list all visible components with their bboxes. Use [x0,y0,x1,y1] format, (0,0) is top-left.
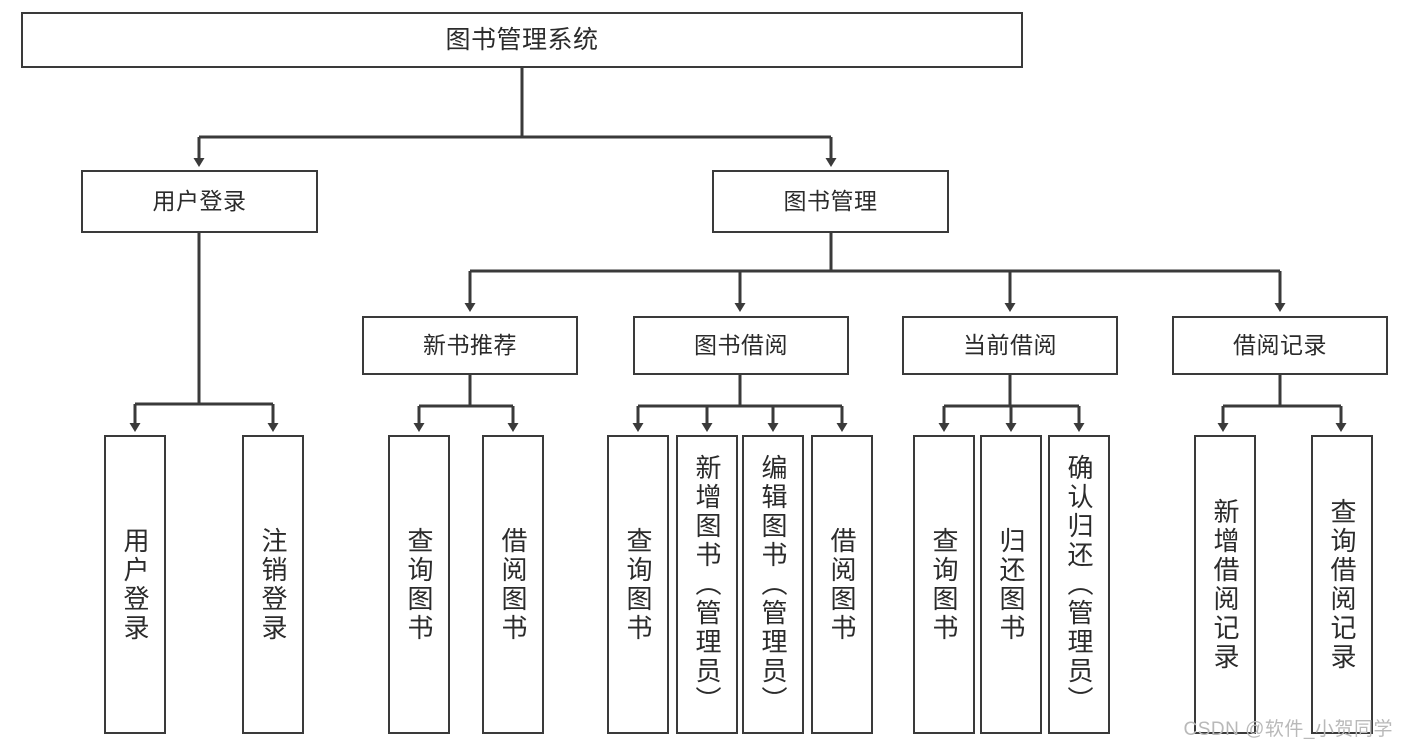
leaf-label: 查询借阅记录 [1327,497,1357,672]
leaf-current-return-book[interactable]: 归还图书 [980,435,1042,734]
leaf-label: 新增借阅记录 [1210,497,1240,672]
node-book-borrow-label: 图书借阅 [694,331,788,358]
node-book-borrow[interactable]: 图书借阅 [633,316,849,375]
leaf-borrow-query-book[interactable]: 查询图书 [607,435,669,734]
node-book-management-label: 图书管理 [783,187,878,214]
watermark: CSDN @软件_小贺同学 [1183,719,1393,740]
leaf-label: 确认归还（管理员） [1064,454,1094,715]
leaf-label: 查询图书 [404,526,434,643]
node-book-management[interactable]: 图书管理 [712,170,949,233]
node-user-login[interactable]: 用户登录 [81,170,318,233]
leaf-label: 借阅图书 [498,526,528,643]
leaf-current-query-book[interactable]: 查询图书 [913,435,975,734]
node-user-login-label: 用户登录 [152,187,247,214]
node-borrow-record[interactable]: 借阅记录 [1172,316,1388,375]
node-new-book-recommend[interactable]: 新书推荐 [362,316,578,375]
node-root-label: 图书管理系统 [445,26,599,54]
leaf-label: 注销登录 [258,526,288,643]
leaf-borrow-edit-book[interactable]: 编辑图书（管理员） [742,435,804,734]
leaf-label: 归还图书 [996,526,1026,643]
leaf-borrow-borrow-book[interactable]: 借阅图书 [811,435,873,734]
leaf-user-login-logout[interactable]: 注销登录 [242,435,304,734]
leaf-label: 编辑图书（管理员） [758,454,788,715]
leaf-record-add-record[interactable]: 新增借阅记录 [1194,435,1256,734]
node-current-borrow[interactable]: 当前借阅 [902,316,1118,375]
leaf-label: 用户登录 [120,526,150,643]
node-root[interactable]: 图书管理系统 [21,12,1023,68]
node-new-book-recommend-label: 新书推荐 [423,331,517,358]
leaf-current-confirm-return[interactable]: 确认归还（管理员） [1048,435,1110,734]
leaf-recommend-borrow-book[interactable]: 借阅图书 [482,435,544,734]
leaf-label: 借阅图书 [827,526,857,643]
leaf-label: 新增图书（管理员） [692,454,722,715]
leaf-record-query-record[interactable]: 查询借阅记录 [1311,435,1373,734]
leaf-user-login-login[interactable]: 用户登录 [104,435,166,734]
node-borrow-record-label: 借阅记录 [1233,331,1327,358]
leaf-label: 查询图书 [929,526,959,643]
leaf-borrow-add-book[interactable]: 新增图书（管理员） [676,435,738,734]
node-current-borrow-label: 当前借阅 [963,331,1057,358]
leaf-label: 查询图书 [623,526,653,643]
leaf-recommend-query-book[interactable]: 查询图书 [388,435,450,734]
